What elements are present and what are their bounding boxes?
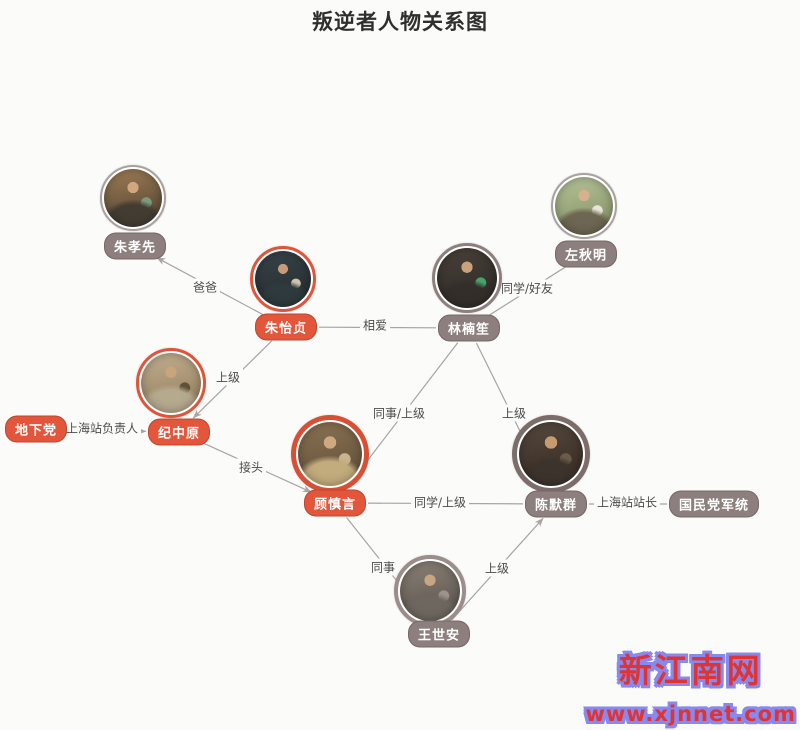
character-photo-chenmoqun[interactable]: [512, 415, 590, 493]
character-photo-image: [298, 422, 362, 486]
node-label-linnansheng[interactable]: 林楠笙: [437, 314, 501, 342]
edge-label-linnansheng-zuoqiuming: 同学/好友: [497, 279, 557, 297]
character-photo-image: [555, 177, 613, 235]
edge-label-gushenyan-wangshian: 同事: [367, 558, 399, 576]
character-photo-image: [255, 251, 311, 307]
edge-label-zhuyizhen-jizhongyuan: 上级: [212, 368, 244, 386]
character-photo-wangshian[interactable]: [394, 555, 466, 627]
character-photo-jizhongyuan[interactable]: [136, 348, 206, 418]
edge-label-zhuyizhen-linnansheng: 相爱: [359, 316, 391, 334]
node-label-jizhongyuan[interactable]: 纪中原: [147, 418, 211, 446]
page-title: 叛逆者人物关系图: [312, 10, 488, 34]
edge-label-dixiadang-jizhongyuan: 上海站负责人: [62, 419, 142, 437]
character-photo-image: [519, 422, 583, 486]
character-photo-image: [141, 353, 201, 413]
edge-label-linnansheng-chenmoqun: 上级: [498, 404, 530, 422]
edge-label-zhuyizhen-zhuxiaoxian: 爸爸: [189, 278, 221, 296]
node-label-wangshian[interactable]: 王世安: [407, 620, 471, 648]
node-label-chenmoqun[interactable]: 陈默群: [524, 490, 588, 518]
node-label-dixiadang[interactable]: 地下党: [4, 415, 68, 443]
edge-label-gushenyan-chenmoqun: 同学/上级: [410, 493, 470, 511]
edge-label-linnansheng-gushenyan: 同事/上级: [369, 404, 429, 422]
edge-label-wangshian-chenmoqun: 上级: [481, 559, 513, 577]
watermark-site-url: www.xjnnet.com: [585, 702, 796, 726]
character-photo-zhuxiaoxian[interactable]: [100, 165, 166, 231]
character-photo-gushenyan[interactable]: [291, 415, 369, 493]
character-photo-image: [104, 169, 162, 227]
node-label-zuoqiuming[interactable]: 左秋明: [554, 240, 618, 268]
edge-label-chenmoqun-guomindangjuntong: 上海站站长: [593, 493, 661, 511]
watermark-site-name: 新江南网: [618, 651, 763, 690]
edge-label-jizhongyuan-gushenyan: 接头: [235, 458, 267, 476]
character-photo-image: [400, 561, 460, 621]
character-photo-image: [437, 248, 497, 308]
node-label-guomindangjuntong[interactable]: 国民党军统: [668, 490, 760, 518]
watermark: 新江南网 www.xjnnet.com: [586, 644, 797, 726]
character-photo-linnansheng[interactable]: [432, 243, 502, 313]
node-label-zhuxiaoxian[interactable]: 朱孝先: [103, 232, 167, 260]
character-photo-zhuyizhen[interactable]: [250, 246, 316, 312]
character-photo-zuoqiuming[interactable]: [551, 173, 617, 239]
node-label-gushenyan[interactable]: 顾慎言: [303, 489, 367, 517]
node-label-zhuyizhen[interactable]: 朱怡贞: [254, 313, 318, 341]
